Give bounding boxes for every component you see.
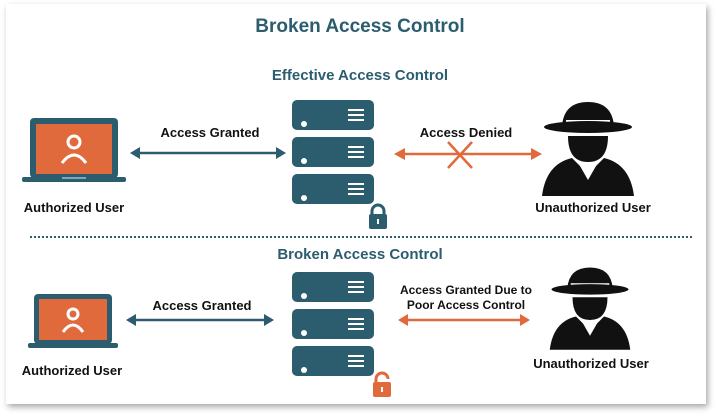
laptop-user-icon xyxy=(28,294,118,348)
authorized-user-label: Authorized User xyxy=(21,363,123,378)
padlock-icon xyxy=(369,203,387,229)
hacker-icon xyxy=(542,102,634,196)
unauthorized-user-label: Unauthorized User xyxy=(533,356,649,371)
poor-access-label-line2: Poor Access Control xyxy=(406,298,526,312)
access-granted-label: Access Granted xyxy=(152,298,252,313)
double-arrow-icon xyxy=(398,314,530,326)
unauthorized-user-label: Unauthorized User xyxy=(535,200,651,215)
padlock-icon xyxy=(373,371,391,397)
section-title-broken: Broken Access Control xyxy=(277,246,443,263)
poor-access-label-line1: Access Granted Due to xyxy=(399,283,533,297)
double-arrow-icon xyxy=(130,147,286,159)
server-stack-icon xyxy=(292,272,374,376)
authorized-user-label: Authorized User xyxy=(23,200,125,215)
section-title-effective: Effective Access Control xyxy=(271,67,449,84)
double-arrow-icon xyxy=(126,314,274,326)
hacker-icon xyxy=(549,267,631,350)
section-divider xyxy=(30,236,692,238)
access-granted-label: Access Granted xyxy=(160,125,260,140)
access-denied-label: Access Denied xyxy=(419,125,513,140)
laptop-user-icon xyxy=(22,118,126,182)
server-stack-icon xyxy=(292,100,374,204)
diagram-title: Broken Access Control xyxy=(255,16,465,37)
blocked-arrow-icon xyxy=(394,141,542,169)
